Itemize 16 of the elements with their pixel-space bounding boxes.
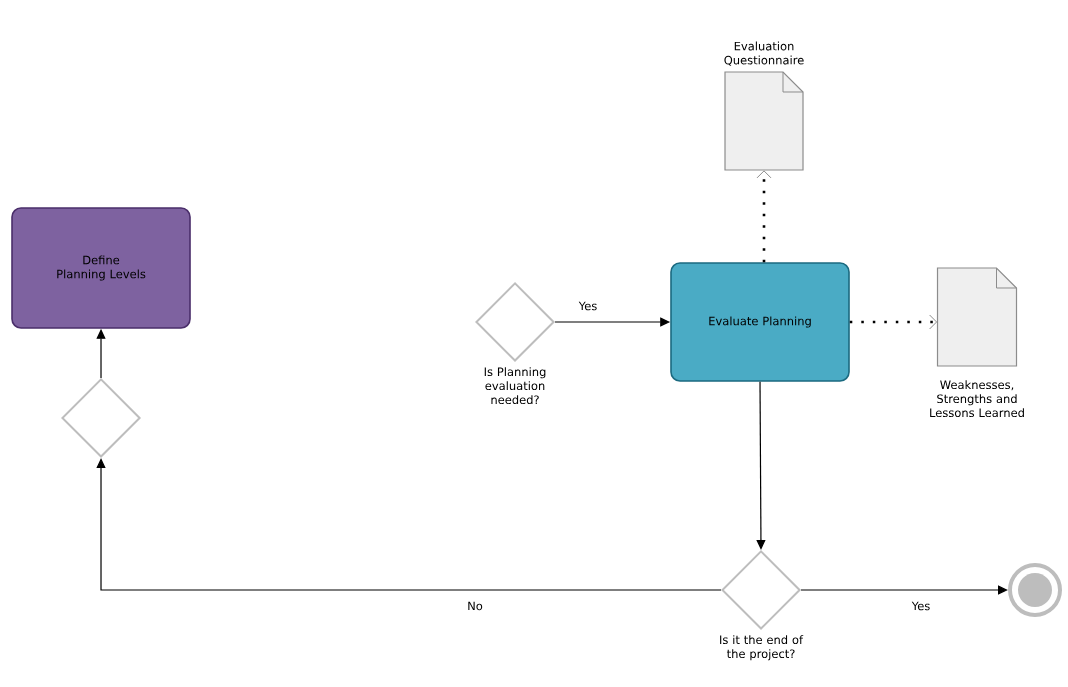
arrow xyxy=(756,170,772,263)
document-label: Weaknesses, Strengths and Lessons Learned xyxy=(930,380,1024,418)
task-box: Define Planning Levels xyxy=(11,207,191,329)
edge-label: Yes xyxy=(577,300,599,312)
arrow xyxy=(96,458,722,591)
edge-label: Yes xyxy=(910,600,932,612)
decision-label: Is it the end of the project? xyxy=(720,635,804,661)
end-event xyxy=(1008,563,1062,617)
edge-label: No xyxy=(466,600,484,612)
arrow xyxy=(849,314,938,330)
document-label: Evaluation Questionnaire xyxy=(724,41,804,66)
arrow xyxy=(800,585,1008,595)
decision-diamond xyxy=(61,378,141,458)
decision-label: Is Planning evaluation needed? xyxy=(484,367,546,405)
task-box: Evaluate Planning xyxy=(670,262,850,382)
arrow xyxy=(756,381,766,550)
